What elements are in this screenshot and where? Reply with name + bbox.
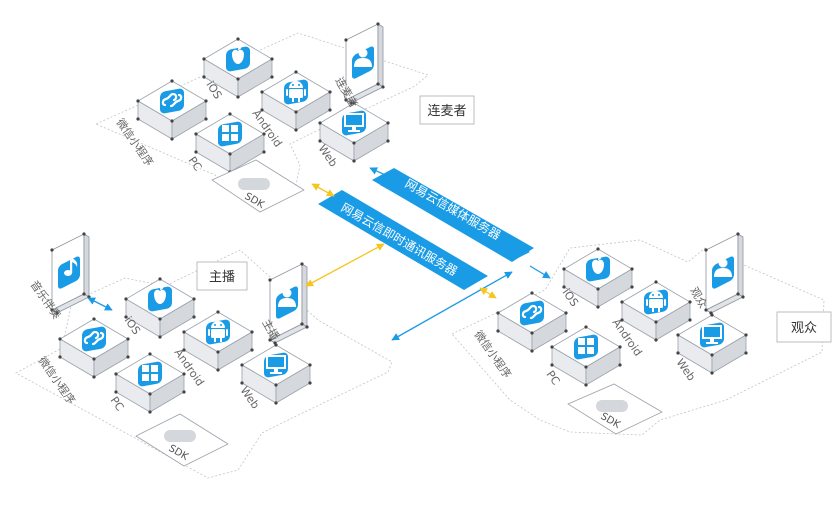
arrow-lianmai-media (369, 167, 393, 179)
arrow-lianmai-im (311, 183, 335, 197)
server-media-label: 网易云信媒体服务器 (403, 176, 504, 243)
zhubo-miniapp-cube[interactable] (57, 316, 131, 380)
arrow-media-guanzhong (529, 265, 551, 279)
group-guanzhong: iOS Android Web 微信小程序 PC (451, 231, 832, 436)
lianmai-role-box: 连麦者 (419, 95, 475, 125)
group-zhubo: iOS Android Web 微信小程序 PC (15, 231, 393, 479)
guanzhong-role-box: 观众 (776, 311, 832, 343)
zhubo-role-label: 主播 (209, 270, 235, 285)
arrow-im-guanzhong (479, 287, 497, 299)
sdk-logo-blur (238, 178, 270, 190)
guanzhong-sdk-tile[interactable]: SDK (567, 383, 663, 435)
lianmai-miniapp-cube[interactable] (135, 78, 209, 142)
guanzhong-role-label: 观众 (791, 321, 817, 336)
guanzhong-android-cube[interactable] (619, 279, 693, 343)
lianmai-web-cube[interactable] (317, 100, 391, 164)
music-ios-arrow (87, 297, 113, 311)
zhubo-music-panel[interactable] (49, 231, 92, 316)
zhubo-android-cube[interactable] (181, 309, 255, 373)
zhubo-role-box: 主播 (196, 261, 248, 291)
lianmai-android-cube[interactable] (259, 69, 333, 133)
lianmai-ios-cube[interactable] (201, 36, 275, 100)
guanzhong-user-panel[interactable] (703, 231, 746, 316)
sdk-logo-blur (164, 430, 196, 442)
zhubo-user-panel[interactable] (267, 261, 310, 346)
arrow-zhubo-media (391, 271, 513, 341)
guanzhong-pc-cube[interactable] (549, 324, 623, 388)
zhubo-web-cube[interactable] (239, 342, 313, 406)
guanzhong-web-cube[interactable] (675, 312, 749, 376)
zhubo-ios-cube[interactable] (123, 276, 197, 340)
zhubo-pc-label: PC (108, 394, 127, 413)
lianmai-pc-label: PC (186, 154, 205, 173)
zhubo-pc-cube[interactable] (113, 351, 187, 415)
sdk-logo-blur (596, 400, 628, 412)
guanzhong-pc-label: PC (544, 368, 563, 387)
lianmai-pc-cube[interactable] (193, 111, 267, 175)
lianmai-role-label: 连麦者 (427, 103, 466, 119)
lianmai-user-panel[interactable] (343, 21, 386, 106)
arrow-zhubo-im (305, 243, 385, 287)
guanzhong-ios-cube[interactable] (561, 246, 635, 310)
server-im-bar[interactable]: 网易云信即时通讯服务器 (318, 190, 488, 290)
zhubo-sdk-tile[interactable]: SDK (135, 413, 229, 467)
guanzhong-platform-outline (451, 239, 825, 436)
guanzhong-miniapp-cube[interactable] (495, 290, 569, 354)
